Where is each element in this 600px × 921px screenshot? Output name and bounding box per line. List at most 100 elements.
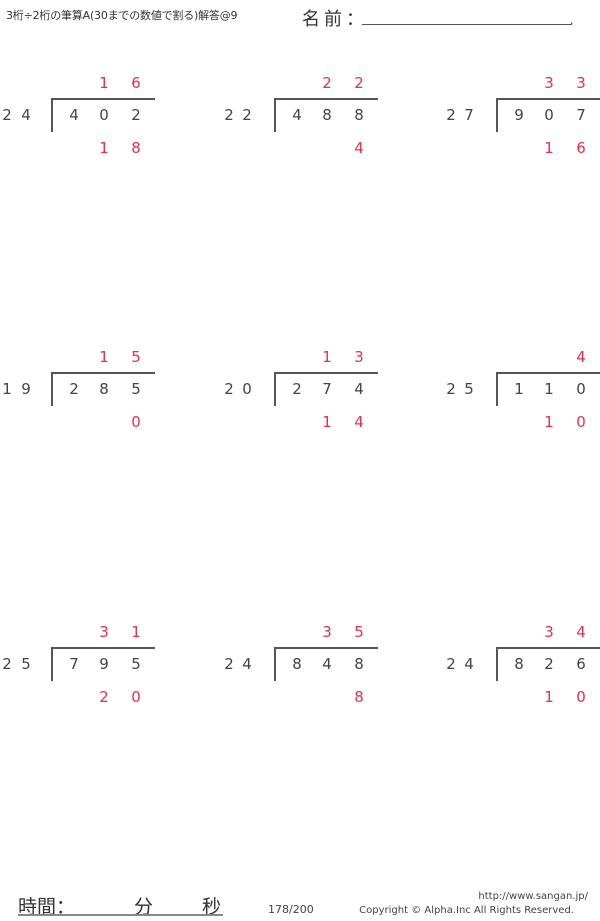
division-bracket-top	[274, 647, 378, 649]
dividend-digit: 0	[99, 106, 109, 124]
divisor-digit: 4	[242, 655, 252, 673]
dividend-digit: 2	[131, 106, 141, 124]
dividend-digit: 7	[322, 380, 332, 398]
quotient-digit: 1	[131, 623, 141, 641]
division-bracket-top	[274, 98, 378, 100]
division-bracket-side	[274, 647, 276, 681]
division-bracket-top	[51, 98, 155, 100]
dividend-digit: 2	[69, 380, 79, 398]
divisor-digit: 2	[446, 106, 456, 124]
dividend-digit: 4	[69, 106, 79, 124]
divisor-digit: 2	[2, 655, 12, 673]
division-bracket-top	[51, 647, 155, 649]
name-end-mark: .	[570, 14, 574, 27]
time-label: 時間：	[18, 896, 76, 918]
quotient-digit: 1	[99, 74, 109, 92]
divisor-digit: 9	[21, 380, 31, 398]
dividend-digit: 2	[544, 655, 554, 673]
dividend-digit: 9	[514, 106, 524, 124]
divisor-digit: 4	[21, 106, 31, 124]
divisor-digit: 2	[2, 106, 12, 124]
time-field-line[interactable]	[18, 914, 223, 916]
divisor-digit: 5	[464, 380, 474, 398]
dividend-digit: 6	[576, 655, 586, 673]
dividend-digit: 1	[514, 380, 524, 398]
divisor-digit: 1	[2, 380, 12, 398]
quotient-digit: 6	[131, 74, 141, 92]
worksheet-title: 3桁÷2桁の筆算A(30までの数値で割る)解答@9	[6, 9, 238, 22]
divisor-digit: 4	[464, 655, 474, 673]
name-label: 名前：	[302, 9, 368, 30]
division-bracket-side	[496, 647, 498, 681]
quotient-digit: 3	[322, 623, 332, 641]
division-bracket-side	[51, 98, 53, 132]
dividend-digit: 8	[322, 106, 332, 124]
remainder-digit: 0	[131, 413, 141, 431]
dividend-digit: 8	[354, 106, 364, 124]
remainder-digit: 0	[576, 688, 586, 706]
remainder-digit: 0	[576, 413, 586, 431]
dividend-digit: 7	[69, 655, 79, 673]
divisor-digit: 2	[446, 380, 456, 398]
remainder-digit: 8	[131, 139, 141, 157]
dividend-digit: 5	[131, 380, 141, 398]
quotient-digit: 3	[544, 623, 554, 641]
quotient-digit: 4	[576, 348, 586, 366]
divisor-digit: 0	[242, 380, 252, 398]
remainder-digit: 4	[354, 139, 364, 157]
dividend-digit: 0	[544, 106, 554, 124]
dividend-digit: 4	[292, 106, 302, 124]
remainder-digit: 1	[544, 688, 554, 706]
site-url[interactable]: http://www.sangan.jp/	[478, 891, 588, 902]
division-bracket-side	[496, 372, 498, 406]
quotient-digit: 5	[354, 623, 364, 641]
copyright-text: Copyright © Alpha.Inc All Rights Reserve…	[359, 905, 574, 916]
division-bracket-top	[51, 372, 155, 374]
dividend-digit: 2	[292, 380, 302, 398]
division-bracket-top	[274, 372, 378, 374]
name-field-line[interactable]	[362, 24, 572, 25]
quotient-digit: 2	[354, 74, 364, 92]
dividend-digit: 8	[354, 655, 364, 673]
dividend-digit: 4	[322, 655, 332, 673]
dividend-digit: 0	[576, 380, 586, 398]
quotient-digit: 1	[322, 348, 332, 366]
division-bracket-side	[496, 98, 498, 132]
remainder-digit: 1	[322, 413, 332, 431]
quotient-digit: 3	[544, 74, 554, 92]
remainder-digit: 8	[354, 688, 364, 706]
page-number: 178/200	[268, 903, 314, 916]
division-bracket-top	[496, 372, 600, 374]
minutes-label: 分	[134, 896, 154, 918]
dividend-digit: 1	[544, 380, 554, 398]
remainder-digit: 1	[544, 139, 554, 157]
quotient-digit: 3	[576, 74, 586, 92]
quotient-digit: 2	[322, 74, 332, 92]
dividend-digit: 5	[131, 655, 141, 673]
divisor-digit: 7	[464, 106, 474, 124]
seconds-label: 秒	[202, 896, 222, 918]
quotient-digit: 1	[99, 348, 109, 366]
divisor-digit: 2	[446, 655, 456, 673]
dividend-digit: 8	[292, 655, 302, 673]
remainder-digit: 4	[354, 413, 364, 431]
divisor-digit: 2	[224, 106, 234, 124]
quotient-digit: 5	[131, 348, 141, 366]
divisor-digit: 2	[224, 655, 234, 673]
division-bracket-top	[496, 647, 600, 649]
divisor-digit: 2	[224, 380, 234, 398]
division-bracket-side	[274, 98, 276, 132]
remainder-digit: 1	[99, 139, 109, 157]
remainder-digit: 1	[544, 413, 554, 431]
dividend-digit: 8	[514, 655, 524, 673]
division-bracket-side	[51, 372, 53, 406]
remainder-digit: 0	[131, 688, 141, 706]
divisor-digit: 2	[242, 106, 252, 124]
division-bracket-top	[496, 98, 600, 100]
remainder-digit: 2	[99, 688, 109, 706]
quotient-digit: 4	[576, 623, 586, 641]
divisor-digit: 5	[21, 655, 31, 673]
quotient-digit: 3	[354, 348, 364, 366]
remainder-digit: 6	[576, 139, 586, 157]
dividend-digit: 8	[99, 380, 109, 398]
